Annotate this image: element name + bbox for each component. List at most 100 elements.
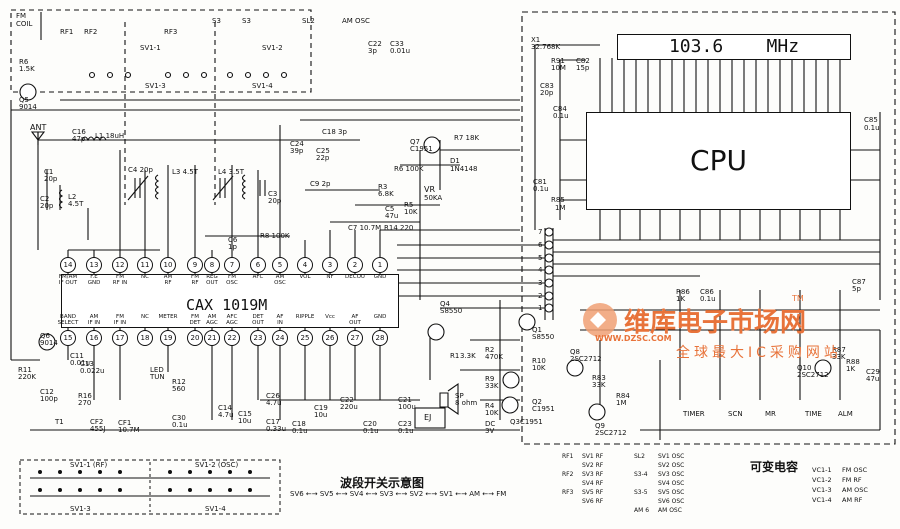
ic-pin-10: 10	[160, 257, 176, 273]
legend-switch-contacts	[38, 470, 252, 492]
ic-pin-9: 9	[187, 257, 203, 273]
band-table-cell: SV5 OSC	[658, 489, 685, 496]
ic-pin-12: 12	[112, 257, 128, 273]
r6-label: R6 100K	[394, 165, 424, 173]
ic-pin-label: FM RF IN	[112, 274, 128, 286]
q6-value: 9014	[40, 339, 58, 347]
rf1-label: RF1	[60, 28, 74, 36]
q2-label: Q2	[532, 398, 542, 406]
q7-label: Q7	[410, 138, 420, 146]
r88-label: R88	[846, 358, 860, 366]
r86-value: 1K	[676, 295, 686, 303]
q1-label: Q1	[532, 326, 542, 334]
ic-pin-23: 23	[250, 330, 266, 346]
ic-pin-27: 27	[347, 330, 363, 346]
conn-pin: 7	[538, 228, 543, 236]
ic-pin-6: 6	[250, 257, 266, 273]
r91-value: 10M	[551, 64, 566, 72]
band-table-cell: SV6 RF	[582, 498, 604, 505]
cf2-label: CF2	[90, 418, 104, 426]
r3-value: 6.8K	[378, 190, 394, 198]
vr-label: VR	[424, 185, 436, 194]
ic-pin-label: AM AGC	[206, 314, 218, 326]
q10-label: Q10	[797, 364, 812, 372]
button-mr: MR	[765, 410, 776, 418]
d1-label: D1	[450, 157, 460, 165]
c15-value: 10u	[238, 417, 252, 425]
c85-label: C85	[864, 116, 878, 124]
legend-title: 波段开关示意图	[340, 476, 425, 490]
ic-pin-25: 25	[297, 330, 313, 346]
rf2-label: RF2	[84, 28, 98, 36]
rf3-label: RF3	[164, 28, 178, 36]
vc-table-cell: VC1-3	[812, 486, 832, 494]
r14-label: R14 220	[384, 224, 414, 232]
q8-value: 2SC2712	[570, 355, 602, 363]
r83-value: 33K	[592, 381, 606, 389]
ic-pin-label: RIPPLE	[295, 314, 315, 320]
cpu-board-border	[521, 11, 896, 445]
r1-label: R1	[450, 352, 460, 360]
button-time: TIME	[805, 410, 822, 418]
sp-value: 8 ohm	[455, 399, 478, 407]
c33-label: C33	[390, 40, 404, 48]
c2-label: C2	[40, 195, 50, 203]
cf2-value: 455J	[90, 425, 106, 433]
sl3-label: S3	[242, 17, 251, 25]
am-osc-label: AM OSC	[342, 17, 370, 25]
ic-pin-label: FM IF IN	[113, 314, 127, 326]
c5-label: C5	[385, 205, 395, 213]
c6-label: C6	[228, 236, 238, 244]
ic-pin-label: REG OUT	[206, 274, 218, 286]
button-alm: ALM	[838, 410, 853, 418]
ic-pin-label: DECOU	[345, 274, 365, 280]
x1-label: X1	[531, 36, 541, 44]
band-table-cell: SV3 RF	[582, 471, 604, 478]
vc-table-cell: AM RF	[842, 496, 863, 504]
watermark-logo-icon	[583, 303, 617, 337]
c20-label: C20	[363, 420, 377, 428]
cpu-label: CPU	[690, 144, 747, 177]
band-switch-legend-graphic	[19, 459, 281, 515]
r6b-label: R6	[19, 58, 29, 66]
r83-label: R83	[592, 374, 606, 382]
ic-pin-21: 21	[204, 330, 220, 346]
l3-label: L3 4.5T	[172, 168, 198, 176]
q4-value: S8550	[440, 307, 463, 315]
ic-pin-14: 14	[60, 257, 76, 273]
watermark-url: WWW.DZSC.COM	[595, 334, 672, 343]
ic-pin-13: 13	[86, 257, 102, 273]
c83-label: C83	[540, 82, 554, 90]
band-table-cell: SV4 RF	[582, 480, 604, 487]
r6b-value: 1.5K	[19, 65, 35, 73]
q9-value: 2SC2712	[595, 429, 627, 437]
q3-label: Q3	[510, 418, 520, 426]
dc-value: 3V	[485, 427, 495, 435]
r85-label: R85	[551, 196, 565, 204]
ic-pin-label: BAND SELECT	[57, 314, 79, 326]
c29-value: 47u	[866, 375, 880, 383]
band-table-cell: SL2	[634, 453, 645, 460]
c84-value: 0.1u	[553, 112, 569, 120]
button-scn: SCN	[728, 410, 743, 418]
vr-value: 50KA	[424, 194, 443, 202]
l2-label: L2	[68, 193, 77, 201]
button-timer: TIMER	[683, 410, 705, 418]
ic-pin-3: 3	[322, 257, 338, 273]
c26-label: C26	[266, 392, 280, 400]
band-switch-border	[10, 9, 312, 93]
band-table-cell: S3-5	[634, 489, 648, 496]
s3-label: S3	[212, 17, 221, 25]
c83-value: 20p	[540, 89, 554, 97]
ic-pin-label: FM RF	[191, 274, 199, 286]
band-table-cell: SV2 RF	[582, 462, 604, 469]
q5-label: Q5	[19, 96, 29, 104]
ic-pin-8: 8	[204, 257, 220, 273]
legend-sv1: SV1-1 (RF)	[70, 461, 108, 469]
legend-sv3: SV1-3	[70, 505, 91, 513]
r5-value: 10K	[404, 208, 418, 216]
c11-label: C11	[70, 352, 84, 360]
c30-value: 0.1u	[172, 421, 188, 429]
